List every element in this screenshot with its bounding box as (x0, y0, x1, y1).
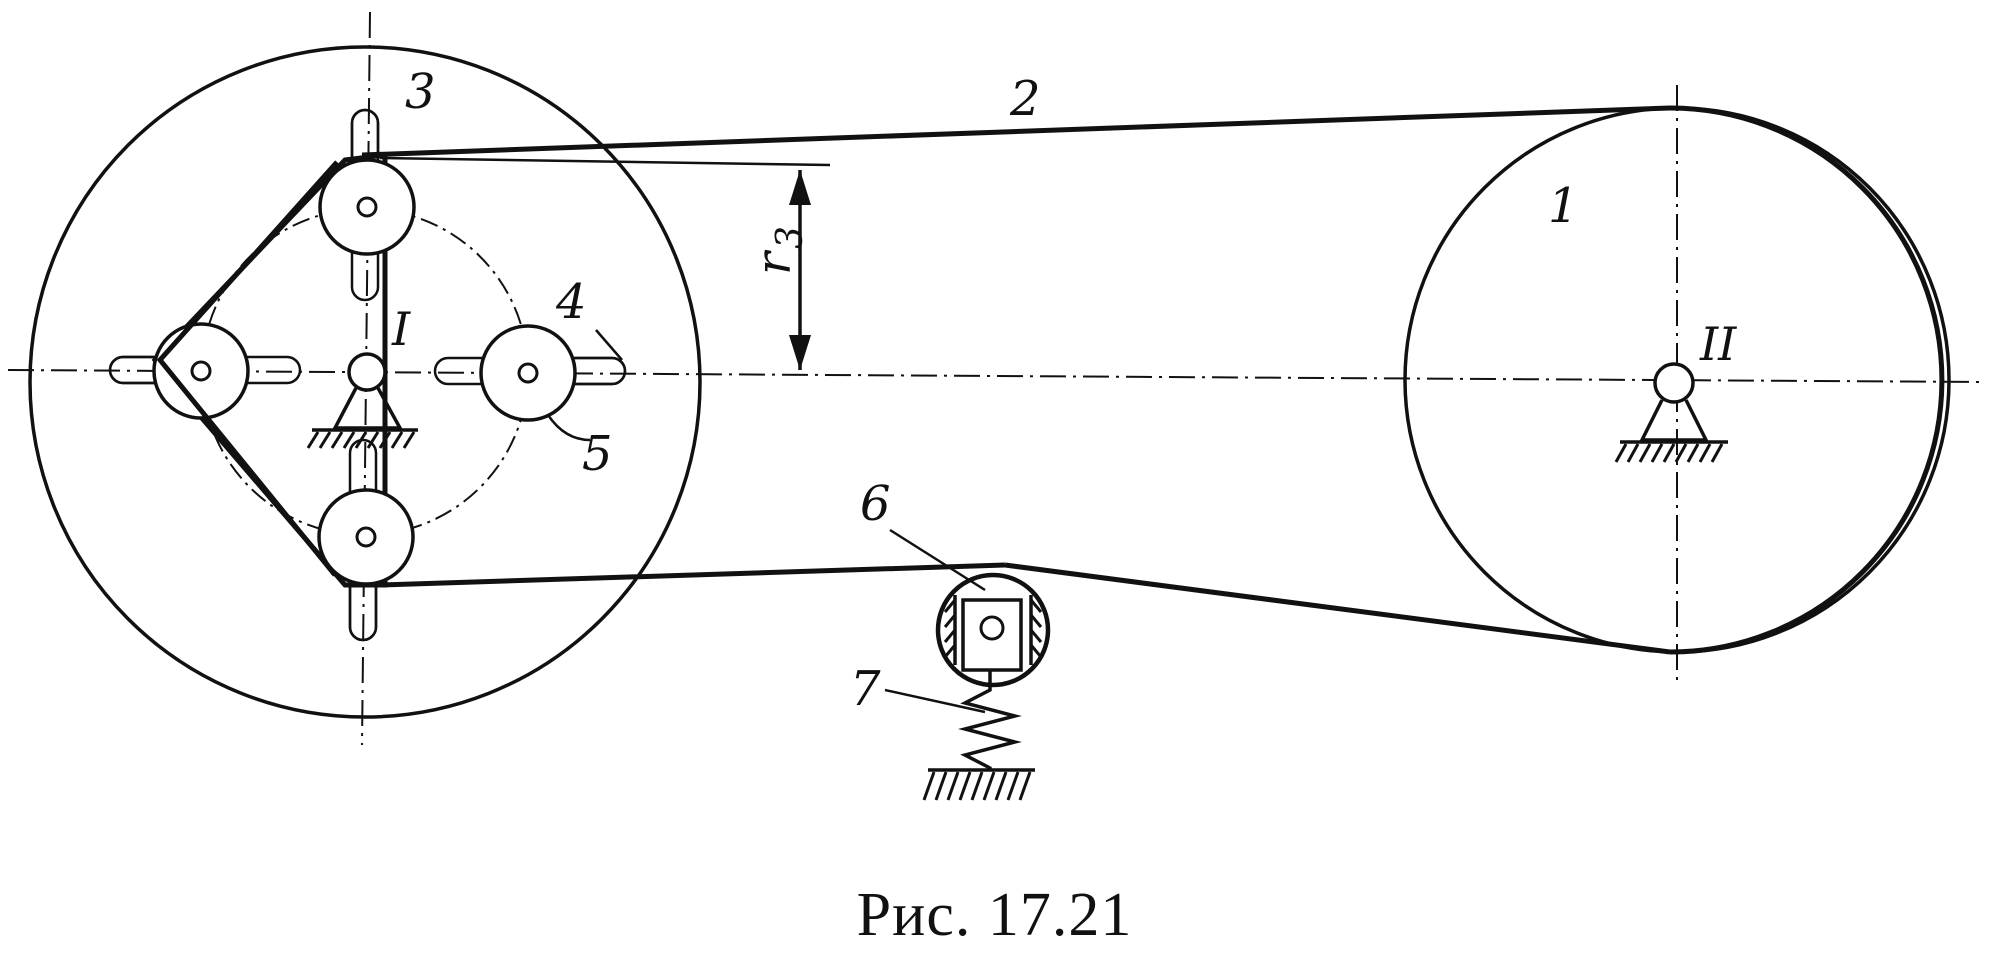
svg-text:r: r (746, 249, 802, 275)
slot-tips (108, 108, 627, 642)
label-radius-r3: r 3 (746, 226, 811, 275)
belt-bottom-run-left (379, 562, 1006, 588)
spring-7 (922, 670, 1035, 801)
label-pulley-1: 1 (1548, 178, 1579, 234)
large-disc-outline (28, 45, 702, 719)
shaft-II-support (1614, 362, 1728, 463)
belt-bottom-run-right (1004, 562, 1671, 655)
shaft-I-support (306, 352, 418, 449)
label-roller-3: 3 (405, 64, 436, 120)
figure-caption: Рис. 17.21 (856, 881, 1133, 949)
svg-text:3: 3 (770, 226, 811, 249)
label-slot-4: 4 (555, 274, 587, 330)
belt-wrap-pulley-1 (1669, 105, 1945, 655)
radius-r3-dimension (379, 156, 831, 370)
leader-4 (595, 329, 623, 361)
belt-around-rollers (156, 160, 339, 577)
label-roller-5: 5 (582, 426, 613, 482)
label-shaft-II: II (1699, 317, 1737, 371)
roller-right (479, 324, 577, 422)
roller-top (318, 158, 416, 256)
belt-top-run (361, 105, 1671, 158)
leader-6 (889, 528, 986, 592)
label-tensioner-6: 6 (860, 476, 891, 532)
label-spring-7: 7 (850, 661, 881, 717)
roller-bottom (317, 488, 415, 586)
roller-left (152, 322, 250, 420)
leader-7 (884, 688, 986, 714)
label-shaft-I: I (391, 302, 411, 356)
leader-5 (546, 414, 591, 442)
tensioner-6 (935, 572, 1051, 688)
label-belt-2: 2 (1009, 71, 1041, 127)
